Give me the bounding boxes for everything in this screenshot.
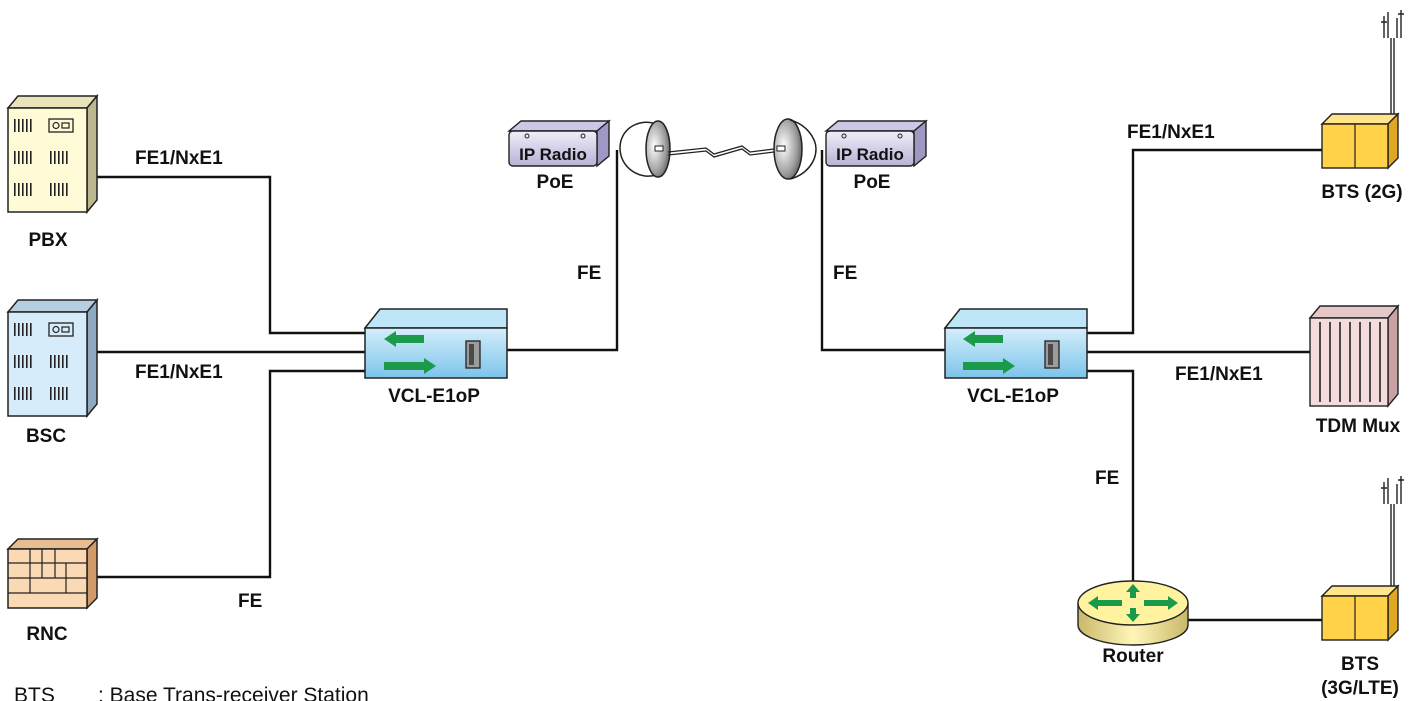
connection-lines [97,148,1322,622]
tdm-mux-device[interactable] [1308,304,1400,408]
link-label-radio-right: FE [833,263,857,284]
vcl-e1op-right-device[interactable] [943,308,1088,379]
ip-radio-left-label: IP Radio [519,145,587,164]
legend-abbr: BTS [14,684,55,701]
bts-2g-label: BTS (2G) [1321,182,1402,203]
router-device[interactable] [1077,580,1189,646]
vcl-e1op-left-device[interactable] [363,308,508,379]
dish-antenna-right-icon [773,118,817,180]
antenna-mast-icon [1381,10,1404,122]
router-arrows-icon [1088,584,1178,622]
ip-radio-right-device[interactable] [824,119,928,168]
link-label-bsc: FE1/NxE1 [135,362,223,383]
line-pbx-vcl [97,175,365,335]
bts-3g-label-line1: BTS [1341,654,1379,675]
link-label-bts2g: FE1/NxE1 [1127,122,1215,143]
link-label-tdm: FE1/NxE1 [1175,364,1263,385]
dish-antenna-left-icon [619,120,671,178]
bsc-label: BSC [26,426,66,447]
arrow-left-icon [384,331,424,347]
line-radio-right-vcl [820,150,945,352]
arrow-right-icon [963,358,1015,374]
rnc-label: RNC [26,624,67,645]
bsc-device[interactable] [6,297,99,419]
router-label: Router [1102,646,1164,667]
bts-3g-lte-device[interactable] [1320,476,1404,642]
link-label-rnc: FE [238,591,262,612]
link-label-radio-left: FE [577,263,601,284]
poe-right-label: PoE [854,172,891,193]
pbx-label: PBX [28,230,67,251]
poe-left-label: PoE [537,172,574,193]
wireless-link-icon [667,145,783,158]
arrow-right-icon [384,358,436,374]
legend-definition: : Base Trans-receiver Station [98,684,369,701]
ip-radio-right-label: IP Radio [836,145,904,164]
line-rnc-vcl [97,369,365,579]
link-label-router: FE [1095,468,1119,489]
antenna-mast-icon [1381,476,1404,590]
link-label-pbx: FE1/NxE1 [135,148,223,169]
rnc-device[interactable] [6,537,99,610]
bts-3g-label-line2: (3G/LTE) [1321,678,1399,699]
bts-2g-device[interactable] [1320,10,1404,170]
tdm-mux-label: TDM Mux [1316,416,1401,437]
line-vcl-radio-left [507,150,619,352]
vcl-right-label: VCL-E1oP [967,386,1059,407]
pbx-device[interactable] [6,93,99,215]
ip-radio-left-device[interactable] [507,119,611,168]
line-vcl-bts2g [1087,148,1322,335]
line-vcl-router [1087,369,1135,595]
vcl-left-label: VCL-E1oP [388,386,480,407]
arrow-left-icon [963,331,1003,347]
